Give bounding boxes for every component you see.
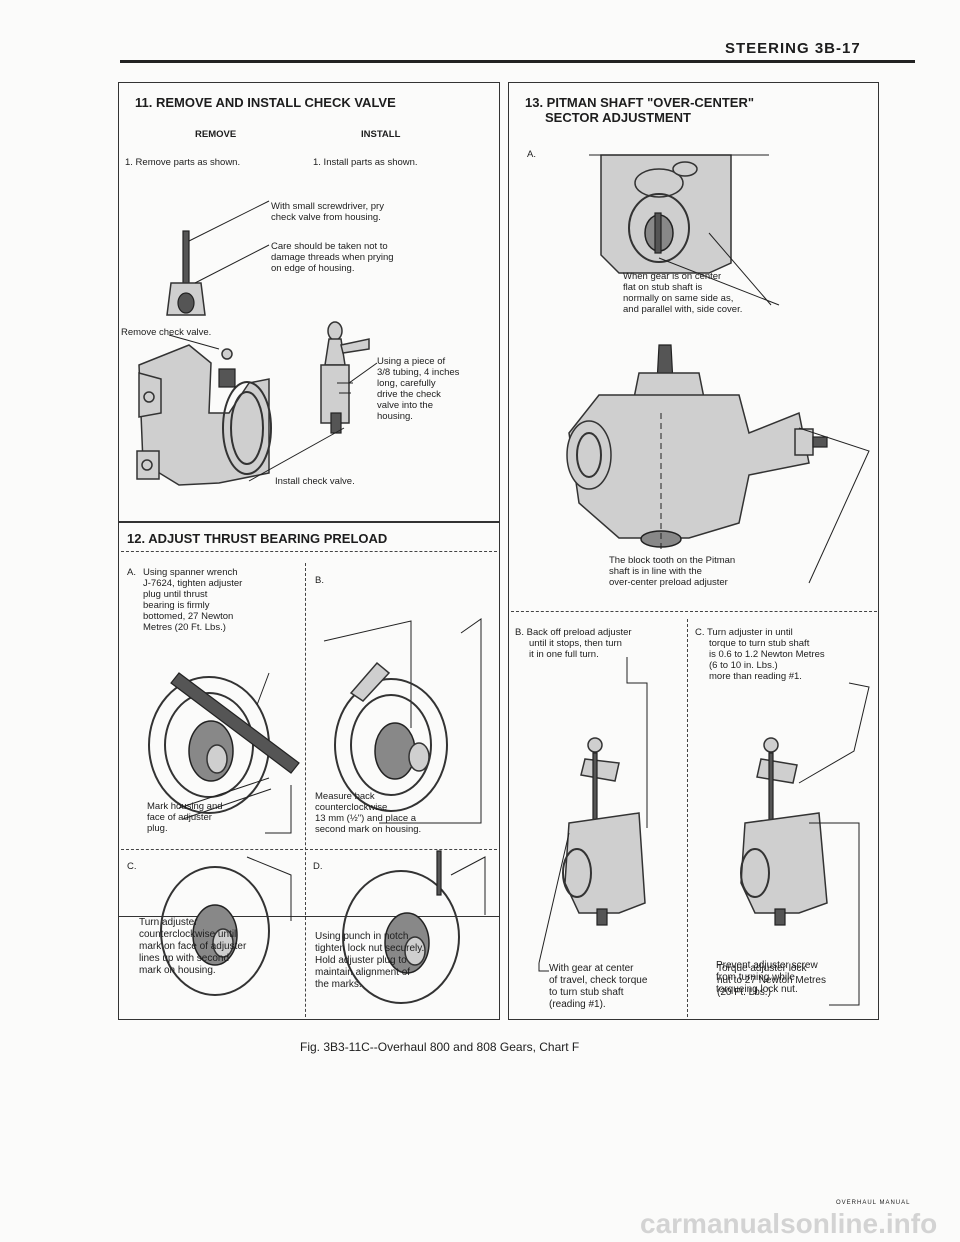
divider-v-lower (305, 917, 306, 1017)
label-install-valve: Install check valve. (275, 476, 355, 487)
adjuster-plug-illustration-c (160, 856, 292, 996)
step-a-label: A. (127, 567, 136, 578)
screwdriver-illustration (166, 200, 270, 316)
figure-caption: Fig. 3B3-11C--Overhaul 800 and 808 Gears… (300, 1040, 580, 1054)
callout-tubing: Using a piece of 3/8 tubing, 4 inches lo… (377, 356, 460, 422)
panel-13-pitman-shaft: 13. PITMAN SHAFT "OVER-CENTER" SECTOR AD… (508, 82, 879, 1020)
callout-pry: With small screwdriver, pry check valve … (271, 201, 384, 223)
panel-13-title: 13. PITMAN SHAFT "OVER-CENTER" SECTOR AD… (525, 95, 755, 125)
step-c-label: C. (127, 861, 137, 872)
adjuster-plug-illustration-a (148, 672, 300, 834)
panel-12-thrust-bearing: 12. ADJUST THRUST BEARING PRELOAD A. Usi… (118, 522, 500, 1004)
step-c-text-13: C. Turn adjuster in until torque to turn… (695, 627, 825, 682)
torque-wrench-illustration-c (740, 682, 870, 1006)
step-install: 1. Install parts as shown. (313, 157, 418, 168)
step-a-caption: Mark housing and face of adjuster plug. (147, 801, 223, 834)
tubing-illustration (248, 321, 378, 482)
step-c-caption2-text: Prevent adjuster screw from turning whil… (716, 960, 818, 995)
adjuster-plug-illustration-d (342, 850, 486, 1004)
adjuster-plug-illustration-b (323, 618, 482, 824)
step-c-caption: Turn adjuster counterclockwise until mar… (139, 917, 247, 976)
step-b-text-13: B. Back off preload adjuster until it st… (515, 627, 632, 660)
divider-h-top (121, 551, 497, 552)
watermark: carmanualsonline.info (640, 1208, 938, 1239)
step-remove: 1. Remove parts as shown. (125, 157, 241, 168)
panel-11-title: 11. REMOVE AND INSTALL CHECK VALVE (135, 95, 396, 110)
divider-v (305, 563, 306, 915)
divider-h-mid (121, 849, 497, 850)
torque-wrench-illustration-b (538, 657, 648, 972)
step-d-label: D. (313, 861, 323, 872)
gear-center-illustration (589, 154, 780, 306)
panel-12-title: 12. ADJUST THRUST BEARING PRELOAD (127, 531, 388, 546)
center-note: When gear is on center flat on stub shaf… (623, 271, 743, 315)
divider-13-v (687, 619, 688, 1017)
panel-12-lower: Turn adjuster counterclockwise until mar… (118, 917, 500, 1020)
steering-gear-illustration (566, 344, 870, 584)
col-install-heading: INSTALL (361, 129, 401, 140)
step-b-caption-13: With gear at center of travel, check tor… (549, 963, 648, 1010)
step-a-label-13: A. (527, 149, 536, 160)
label-remove-valve: Remove check valve. (121, 327, 212, 338)
block-tooth-note: The block tooth on the Pitman shaft is i… (609, 555, 736, 588)
step-c-caption-13: Torque adjuster lock nut to 27 Newton Me… (717, 963, 826, 998)
header-rule (120, 60, 915, 63)
step-b-label: B. (315, 575, 324, 586)
step-b-caption: Measure back counterclockwise 13 mm (½")… (315, 791, 422, 835)
housing-illustration (136, 334, 272, 486)
panel-11-check-valve: 11. REMOVE AND INSTALL CHECK VALVE REMOV… (118, 82, 500, 522)
divider-13-h (511, 611, 877, 612)
footer-small: OVERHAUL MANUAL (836, 1200, 911, 1206)
step-a-text: Using spanner wrench J-7624, tighten adj… (143, 567, 243, 633)
page-header: STEERING 3B-17 (725, 40, 861, 57)
callout-care: Care should be taken not to damage threa… (271, 241, 394, 274)
col-remove-heading: REMOVE (195, 129, 237, 140)
step-d-caption: Using punch in notch tighten lock nut se… (315, 931, 425, 990)
